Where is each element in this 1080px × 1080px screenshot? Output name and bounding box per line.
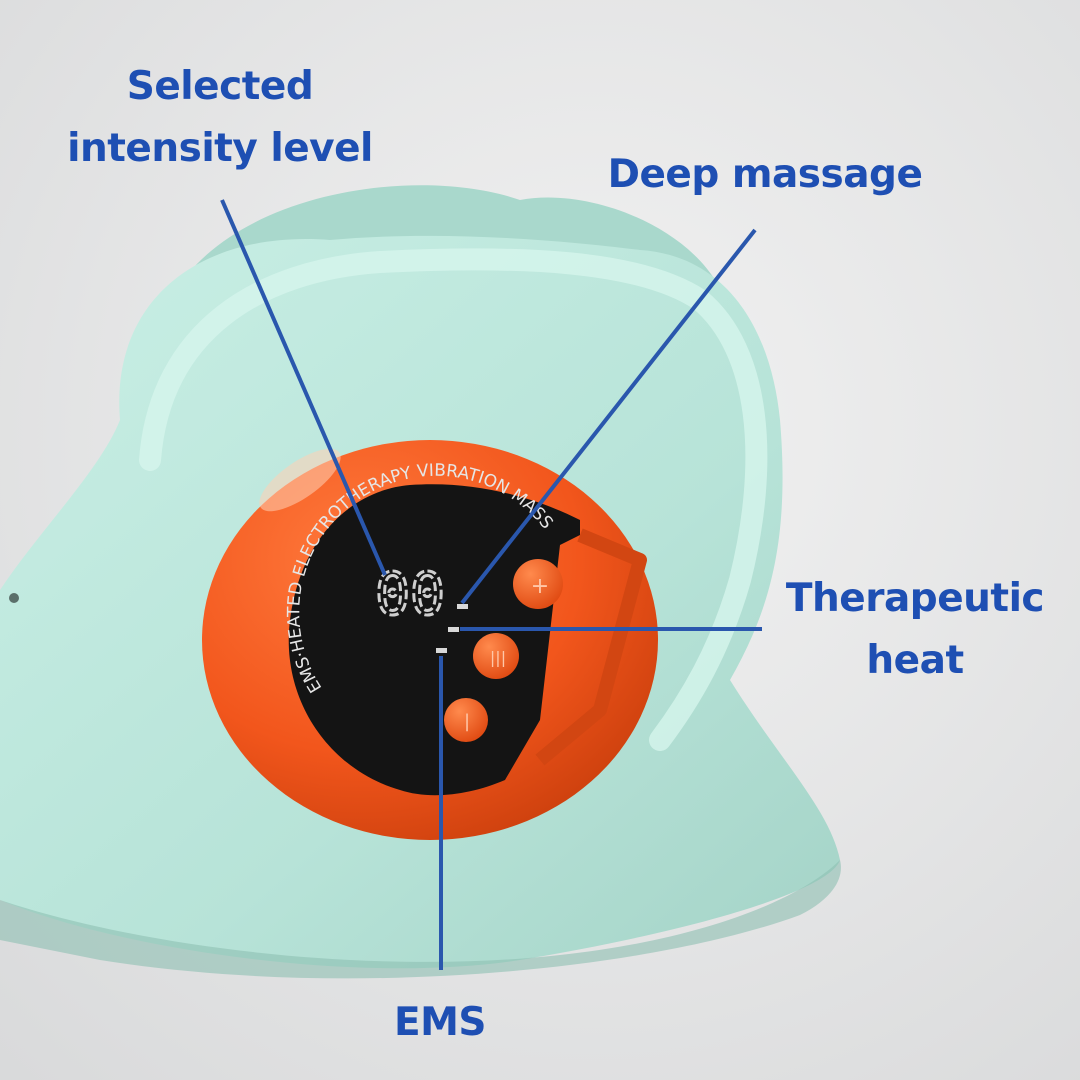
side-hole <box>9 593 19 603</box>
callout-heat-line1: Therapeutic <box>785 576 1045 621</box>
indicator-ems <box>436 648 447 653</box>
triple-bar-icon: ||| <box>490 648 506 667</box>
deep-massage-button[interactable]: ||| <box>473 633 519 679</box>
indicator-deep-massage <box>457 604 468 609</box>
leader-deep <box>460 228 757 605</box>
callout-intensity-line1: Selected <box>126 64 314 109</box>
callout-intensity-level: Selected intensity level <box>40 56 400 180</box>
pillow-shadow <box>0 860 841 979</box>
deep-massage-button-cap <box>473 633 519 679</box>
callout-deep-massage: Deep massage <box>607 152 923 197</box>
callout-heat-line2: heat <box>866 638 964 683</box>
control-panel <box>288 484 580 796</box>
plus-button[interactable]: + <box>513 559 563 609</box>
callout-intensity-line2: intensity level <box>67 126 373 171</box>
indicator-heat <box>448 627 459 632</box>
callout-therapeutic-heat: Therapeutic heat <box>765 568 1065 692</box>
plus-icon: + <box>531 574 549 599</box>
ems-button[interactable]: | <box>444 698 488 742</box>
display-readout: 00 <box>375 560 445 628</box>
leader-intensity <box>220 199 387 576</box>
plus-button-cap <box>513 559 563 609</box>
housing-highlight <box>259 448 341 512</box>
single-bar-icon: | <box>464 711 470 732</box>
callout-ems: EMS <box>393 1000 487 1045</box>
pillow-rim <box>139 248 768 751</box>
panel-edge <box>535 528 647 766</box>
ems-button-cap <box>444 698 488 742</box>
